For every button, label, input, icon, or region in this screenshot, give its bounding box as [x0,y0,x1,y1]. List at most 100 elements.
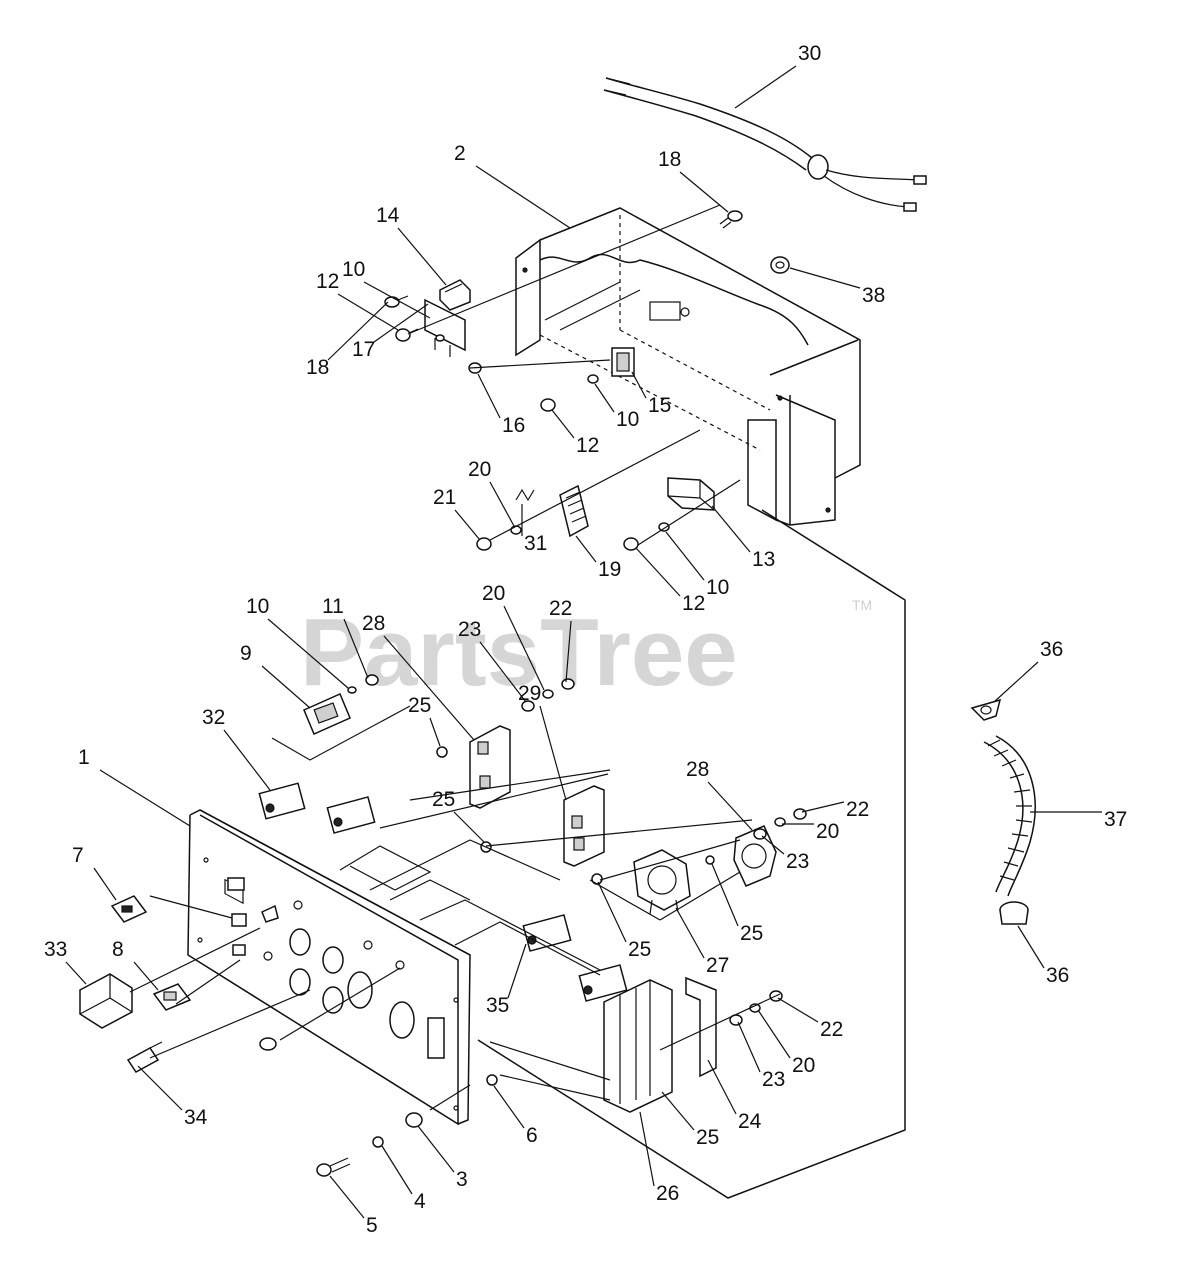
callout-label[interactable]: 15 [648,394,671,417]
callout-label[interactable]: 12 [576,434,599,457]
callout-label[interactable]: 34 [184,1106,208,1129]
callout-leader [475,165,571,229]
callout-leader [429,717,441,747]
callout-label[interactable]: 5 [366,1214,378,1237]
callout-label[interactable]: 18 [306,356,329,379]
callout-label[interactable]: 14 [376,204,400,227]
callout-label[interactable]: 28 [362,612,385,635]
callout-leader [737,1021,761,1073]
callout-leader [594,383,615,413]
callout-label[interactable]: 33 [44,938,67,961]
callout-leader [679,171,729,213]
washer-3 [405,1112,423,1128]
callout-label[interactable]: 22 [820,1018,843,1041]
callout-leader [397,227,447,286]
callout-label[interactable]: 9 [240,642,252,665]
callout-leader [454,509,481,541]
callout-leader [489,481,515,527]
callout-label[interactable]: 12 [316,270,339,293]
callout-label[interactable]: 37 [1104,808,1127,831]
callout-label[interactable]: 16 [502,414,525,437]
callout-label[interactable]: 26 [656,1182,679,1205]
callout-label[interactable]: 10 [246,595,269,618]
callout-label[interactable]: 31 [524,532,547,555]
callout-label[interactable]: 10 [616,408,639,431]
callout-label[interactable]: 18 [658,148,681,171]
callout-label[interactable]: 6 [526,1124,538,1147]
twistlock-outlet-28 [733,825,777,887]
callout-label[interactable]: 27 [706,954,729,977]
callout-leader [539,705,567,801]
receptacle-8 [152,983,192,1011]
callout-leader [99,769,191,827]
callout-leader [329,1175,365,1219]
callout-label[interactable]: 28 [686,758,709,781]
callout-label[interactable]: 21 [433,486,456,509]
callout-leader [477,373,501,419]
callout-label[interactable]: 32 [202,706,225,729]
grommet-38 [770,256,790,274]
callout-label[interactable]: 38 [862,284,885,307]
callout-label[interactable]: 25 [432,788,455,811]
callout-label[interactable]: 22 [846,798,869,821]
callout-label[interactable]: 4 [414,1190,426,1213]
callout-label[interactable]: 2 [454,142,466,165]
callout-label[interactable]: 35 [486,994,509,1017]
nut-11 [365,674,379,686]
control-box-bracket-2 [515,207,861,526]
callout-label[interactable]: 19 [598,558,621,581]
callout-label[interactable]: 30 [798,42,821,65]
callout-label[interactable]: 23 [786,850,809,873]
callout-label[interactable]: 7 [72,844,84,867]
power-cord-30 [603,77,927,212]
callout-leader [383,635,475,741]
callout-label[interactable]: 22 [549,597,572,620]
callout-leader [507,943,527,999]
watermark-text: PartsTree [300,599,738,706]
callout-leader [133,961,159,991]
callout-label[interactable]: 11 [322,595,344,618]
callout-label[interactable]: 20 [792,1054,815,1077]
callout-label[interactable]: 25 [408,694,431,717]
switch-7 [110,895,148,923]
callout-leader [93,867,117,901]
callout-leader [565,620,572,683]
callout-label[interactable]: 25 [628,938,651,961]
callout-label[interactable]: 20 [816,820,839,843]
callout-label[interactable]: 20 [482,582,505,605]
boot-37 [983,735,1036,897]
cap-36-top [970,698,1002,721]
callout-leader [761,835,785,855]
callout-label[interactable]: 25 [696,1126,719,1149]
callout-label[interactable]: 1 [78,746,90,769]
callout-leader [363,281,431,319]
callout-leader [993,661,1039,703]
callout-label[interactable]: 24 [738,1110,762,1133]
callout-label[interactable]: 20 [468,458,491,481]
callout-label[interactable]: 12 [682,592,705,615]
callout-label[interactable]: 10 [706,576,729,599]
callout-label[interactable]: 36 [1046,964,1069,987]
duplex-outlet-29-b [563,785,605,867]
callout-label[interactable]: 10 [342,258,365,281]
relay-14 [439,279,471,311]
watermark-trademark: TM [852,597,872,613]
callout-label[interactable]: 8 [112,938,124,961]
screw-12-lower [623,522,670,551]
washer-20-top [542,689,554,699]
lockwasher-4 [372,1136,384,1148]
callout-label[interactable]: 23 [762,1068,785,1091]
callout-label[interactable]: 29 [518,682,541,705]
washer-20-right [774,817,786,827]
callout-label[interactable]: 25 [740,922,763,945]
callout-label[interactable]: 36 [1040,638,1063,661]
nut-22-top [561,678,575,690]
capacitor-13 [667,477,715,511]
callout-leader [661,1091,695,1131]
callout-label[interactable]: 13 [752,548,775,571]
callout-label[interactable]: 17 [352,338,375,361]
callout-label[interactable]: 3 [456,1168,468,1191]
callout-leader [337,293,399,331]
callout-label[interactable]: 23 [458,618,481,641]
